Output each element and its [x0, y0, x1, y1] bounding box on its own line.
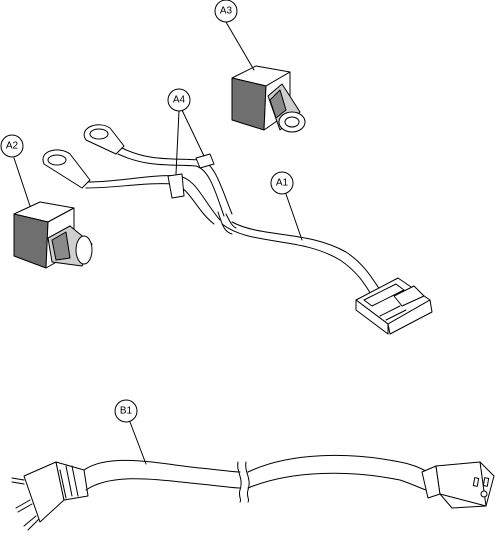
terminal-boot-a2	[13, 201, 93, 269]
callout-a1: A1	[270, 171, 294, 195]
extension-cord-b1	[11, 454, 495, 531]
callout-label-a4: A4	[173, 95, 186, 106]
callout-b1: B1	[114, 399, 138, 423]
battery-harness-a1	[42, 124, 433, 335]
callout-label-a3: A3	[220, 6, 233, 17]
callout-a4: A4	[167, 88, 191, 112]
leader-lines	[13, 21, 303, 465]
callout-a3: A3	[214, 0, 238, 23]
callout-label-b1: B1	[120, 406, 133, 417]
callout-a2: A2	[0, 134, 24, 158]
terminal-boot-a3	[231, 65, 306, 133]
callout-label-a1: A1	[276, 178, 289, 189]
callout-label-a2: A2	[6, 141, 19, 152]
